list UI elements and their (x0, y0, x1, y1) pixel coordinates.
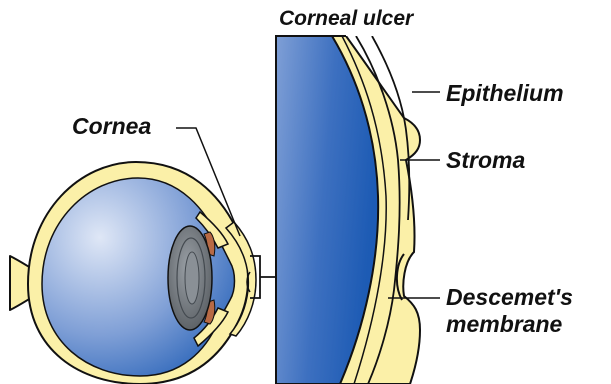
diagram-title: Corneal ulcer (279, 7, 415, 30)
lens-core (185, 252, 199, 304)
label-descemet-line2: membrane (446, 311, 563, 337)
label-stroma: Stroma (446, 147, 525, 173)
label-epithelium: Epithelium (446, 80, 564, 106)
label-cornea: Cornea (72, 113, 151, 139)
zoomed-cornea-panel (276, 36, 420, 384)
label-descemet-line1: Descemet's (446, 284, 573, 310)
eye-cross-section (10, 162, 256, 384)
